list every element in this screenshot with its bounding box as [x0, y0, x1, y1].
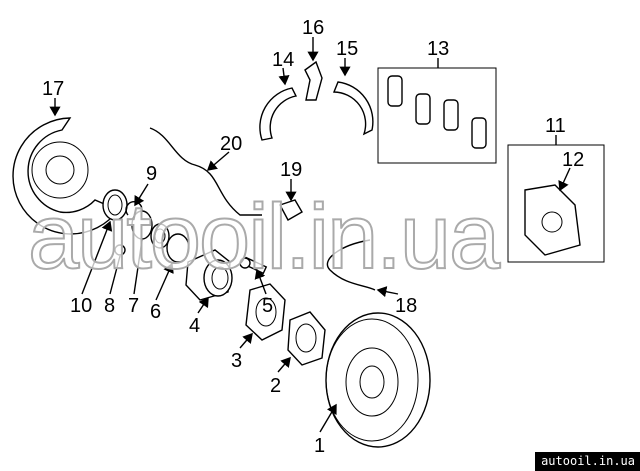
brake-rotor: [325, 312, 431, 448]
callout-13: 13: [427, 38, 449, 60]
callout-12: 12: [562, 149, 584, 171]
callout-18: 18: [395, 295, 417, 317]
hub: [185, 249, 233, 301]
site-badge: autooil.in.ua: [535, 452, 640, 471]
callout-5: 5: [262, 295, 273, 317]
callout-7: 7: [128, 295, 139, 317]
brake-shoe-rear: [332, 81, 374, 136]
brake-hose: [326, 239, 376, 291]
o-ring: [166, 233, 190, 263]
callout-11: 11: [545, 115, 566, 137]
callout-20: 20: [220, 133, 242, 155]
adjuster: [304, 60, 323, 101]
callout-8: 8: [104, 295, 115, 317]
callout-2: 2: [270, 375, 281, 397]
abs-sensor: [278, 199, 303, 221]
bearing: [114, 210, 170, 256]
callout-6: 6: [150, 301, 161, 323]
callout-4: 4: [189, 315, 200, 337]
brake-pads-kit: [377, 67, 497, 164]
brake-shoe-front: [259, 87, 298, 141]
callout-14: 14: [272, 49, 294, 71]
spacer: [287, 311, 326, 366]
abs-sensor-wire: [149, 127, 262, 216]
callout-16: 16: [302, 17, 324, 39]
callout-1: 1: [314, 435, 325, 457]
watermark-text: autooil.in.ua: [28, 186, 501, 288]
dust-shield: [245, 283, 286, 341]
leader-lines: [49, 37, 571, 433]
callout-19: 19: [280, 159, 302, 181]
caliper-kit: [507, 144, 605, 263]
callout-17: 17: [42, 78, 64, 100]
callout-15: 15: [336, 38, 358, 60]
callout-10: 10: [70, 295, 92, 317]
callout-3: 3: [231, 350, 242, 372]
callout-9: 9: [146, 163, 157, 185]
